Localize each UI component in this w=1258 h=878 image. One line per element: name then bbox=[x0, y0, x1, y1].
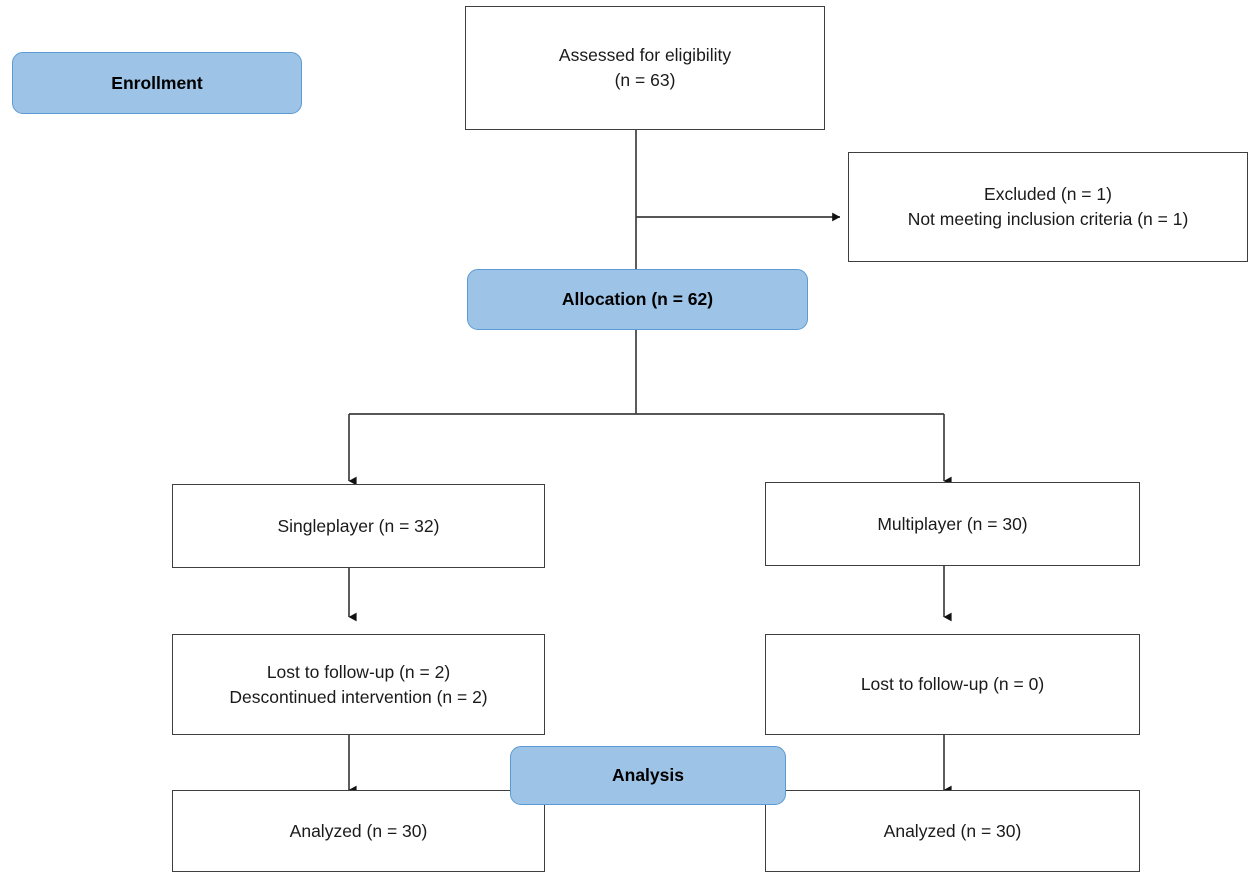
stage-badge-enrollment: Enrollment bbox=[12, 52, 302, 114]
box-singleplayer-analyzed-line-1: Analyzed (n = 30) bbox=[289, 820, 428, 841]
box-excluded: Excluded (n = 1) Not meeting inclusion c… bbox=[848, 152, 1248, 262]
stage-badge-allocation: Allocation (n = 62) bbox=[467, 269, 808, 330]
stage-badge-analysis-label: Analysis bbox=[612, 765, 684, 785]
box-singleplayer-follow-up-line-2: Descontinued intervention (n = 2) bbox=[229, 686, 488, 707]
box-assessed-line-2: (n = 63) bbox=[614, 70, 676, 90]
stage-badge-analysis: Analysis bbox=[510, 746, 786, 805]
box-singleplayer-follow-up-line-1: Lost to follow-up (n = 2) bbox=[266, 661, 451, 682]
box-singleplayer-line-1: Singleplayer (n = 32) bbox=[277, 515, 440, 536]
box-multiplayer-line-1: Multiplayer (n = 30) bbox=[877, 513, 1028, 534]
box-multiplayer-follow-up-line-1: Lost to follow-up (n = 0) bbox=[860, 674, 1045, 695]
box-excluded-line-2: Not meeting inclusion criteria (n = 1) bbox=[907, 209, 1189, 229]
box-assessed-for-eligibility: Assessed for eligibility (n = 63) bbox=[465, 6, 825, 130]
box-multiplayer-analyzed: Analyzed (n = 30) bbox=[765, 790, 1140, 872]
stage-badge-enrollment-label: Enrollment bbox=[111, 72, 203, 93]
box-singleplayer-follow-up: Lost to follow-up (n = 2) Descontinued i… bbox=[172, 634, 545, 735]
stage-badge-allocation-label: Allocation (n = 62) bbox=[561, 289, 714, 309]
box-excluded-line-1: Excluded (n = 1) bbox=[984, 184, 1112, 205]
box-multiplayer-analyzed-line-1: Analyzed (n = 30) bbox=[883, 820, 1022, 841]
box-singleplayer: Singleplayer (n = 32) bbox=[172, 484, 545, 568]
box-multiplayer: Multiplayer (n = 30) bbox=[765, 482, 1140, 566]
box-assessed-line-1: Assessed for eligibility bbox=[558, 45, 732, 66]
box-singleplayer-analyzed: Analyzed (n = 30) bbox=[172, 790, 545, 872]
box-multiplayer-follow-up: Lost to follow-up (n = 0) bbox=[765, 634, 1140, 735]
